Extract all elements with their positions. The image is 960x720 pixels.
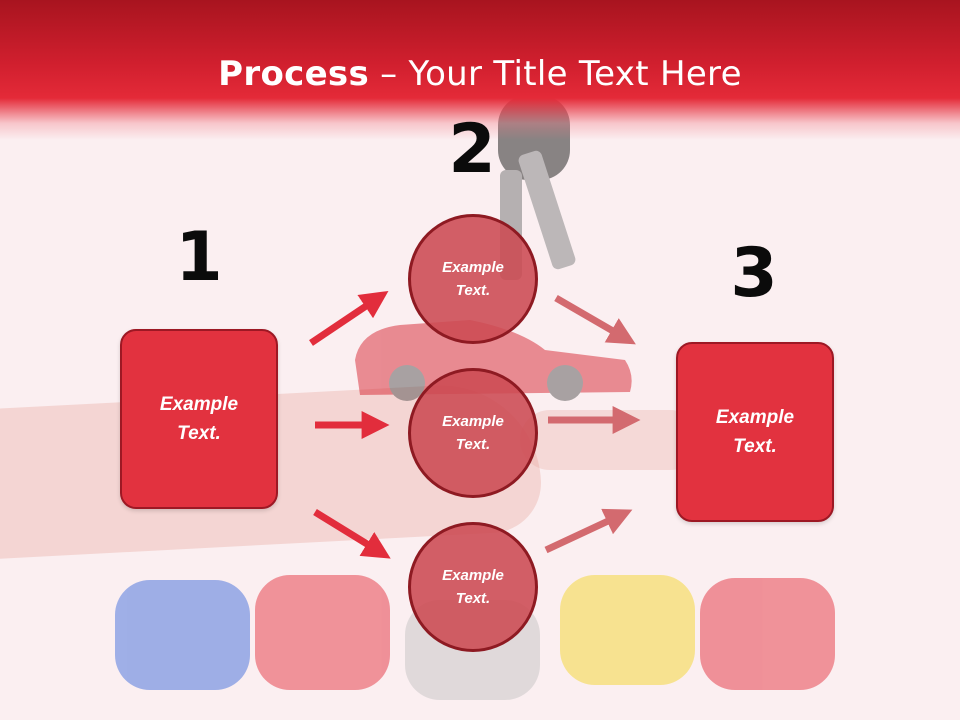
circle-middle-text: Example Text.	[442, 413, 504, 453]
slide-title: Process – Your Title Text Here	[0, 54, 960, 94]
step1-box[interactable]: Example Text.	[120, 329, 278, 509]
circle-bottom-text: Example Text.	[442, 567, 504, 607]
step-number-3: 3	[730, 234, 778, 313]
arrow-box1-to-circle-top	[309, 290, 389, 346]
circle-middle[interactable]: Example Text.	[408, 368, 538, 498]
circle-bottom[interactable]: Example Text.	[408, 522, 538, 652]
title-rest-part: – Your Title Text Here	[369, 54, 742, 94]
arrow-box1-to-circle-bottom	[313, 509, 391, 559]
step3-box[interactable]: Example Text.	[676, 342, 834, 522]
arrow-circle-top-to-box3	[554, 294, 636, 345]
title-bold-part: Process	[218, 54, 370, 94]
step1-box-text: Example Text.	[159, 394, 239, 444]
step3-box-text: Example Text.	[715, 407, 795, 457]
circle-top-text: Example Text.	[442, 259, 504, 299]
title-bar	[0, 0, 960, 140]
red-toy-car-image	[355, 320, 632, 401]
step-number-2: 2	[448, 110, 496, 189]
toy-cars-row-image	[115, 575, 835, 700]
circle-top[interactable]: Example Text.	[408, 214, 538, 344]
arrow-circle-bottom-to-box3	[544, 508, 633, 554]
step-number-1: 1	[175, 218, 223, 297]
